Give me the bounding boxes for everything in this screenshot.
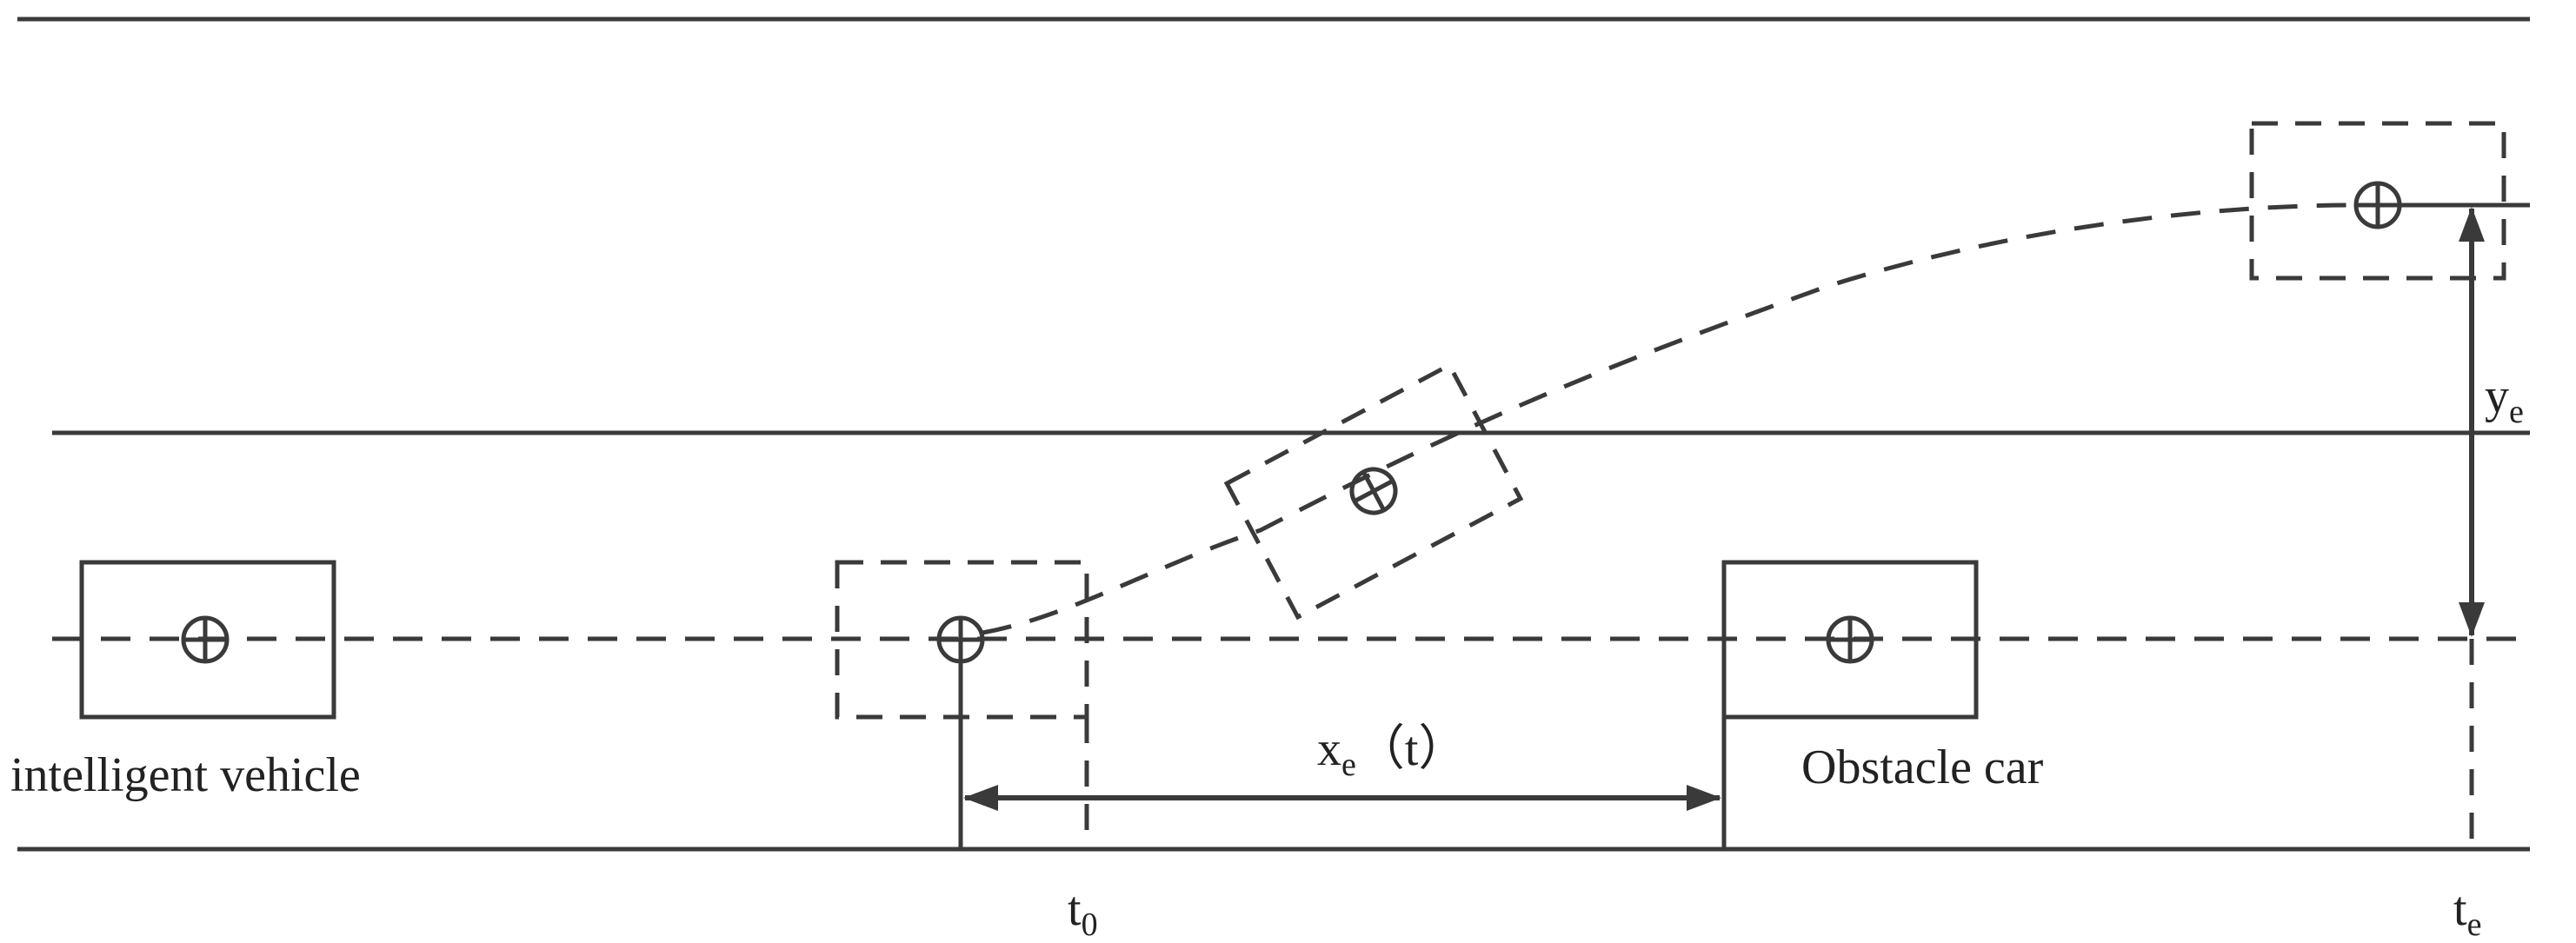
- vehicle-lane-change: [1223, 362, 1524, 621]
- xe-label: xe（t）: [1317, 722, 1468, 783]
- vehicle-at-te: [2249, 121, 2506, 281]
- te-label: te: [2453, 882, 2482, 943]
- intelligent-vehicle-label: intelligent vehicle: [10, 748, 361, 802]
- intelligent-vehicle: [79, 560, 336, 720]
- obstacle-car: [1721, 560, 1979, 720]
- lane-change-trajectory: [982, 203, 2357, 635]
- circled-plus-icon: [936, 615, 985, 664]
- obstacle-car-label: Obstacle car: [1801, 740, 2044, 794]
- circled-plus-icon: [2353, 181, 2402, 229]
- ye-label: ye: [2485, 369, 2524, 430]
- circled-plus-icon: [181, 615, 230, 664]
- circled-plus-icon: [1349, 467, 1398, 515]
- circled-plus-icon: [1826, 615, 1874, 664]
- t0-label: t0: [1068, 882, 1098, 943]
